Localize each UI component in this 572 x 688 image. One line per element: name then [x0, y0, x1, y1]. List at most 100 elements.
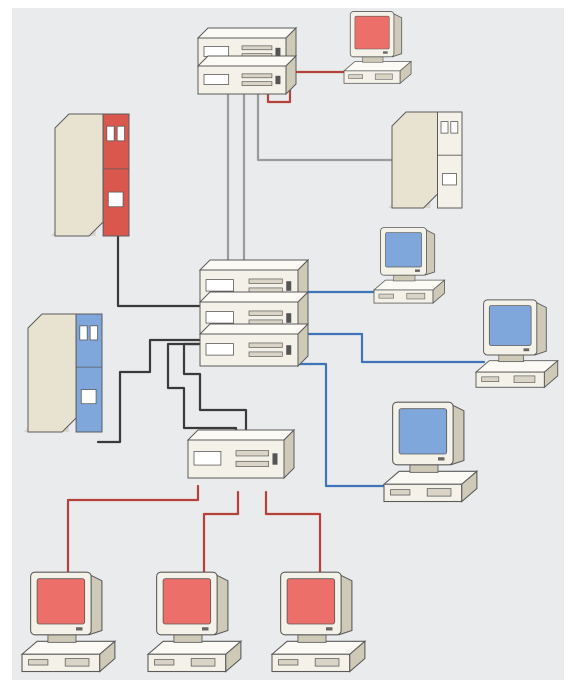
tower-blue-side-panel	[27, 313, 77, 433]
workstation-blue-3-monitor-stand	[409, 464, 439, 473]
hub-center-button	[286, 281, 292, 291]
workstation-top-red-base-side	[399, 60, 412, 85]
tower-plain-drive-bay	[440, 121, 449, 134]
tower-red-drive-bay-2	[116, 125, 125, 142]
hub-center-drive-slot-2	[248, 351, 283, 357]
workstation-red-2-monitor-stand	[173, 634, 203, 643]
hub-top-drive-slot	[241, 45, 273, 51]
link-hub-bottom-to-workstation-red-3	[264, 490, 322, 582]
link-hub-center-to-tower-red	[116, 232, 206, 308]
workstation-red-3	[270, 571, 367, 673]
workstation-red-3-monitor-stand	[297, 634, 327, 643]
workstation-blue-3-monitor-screen	[398, 408, 448, 455]
workstation-blue-3-base-side	[461, 470, 478, 503]
workstation-red-1-base-side	[99, 640, 116, 673]
workstation-blue-2-base-drive	[513, 375, 536, 383]
workstation-red-3-base-slot	[278, 659, 299, 666]
workstation-blue-3	[382, 401, 479, 503]
workstation-red-2-base-slot	[154, 659, 175, 666]
hub-center-button	[286, 313, 292, 323]
tower-plain	[388, 111, 463, 209]
hub-bottom-drive-slot-2	[235, 460, 269, 467]
hub-bottom	[186, 428, 296, 480]
tower-blue-drive-bay-2	[89, 325, 98, 341]
hub-center-top-face	[198, 323, 310, 335]
workstation-red-2-base-drive	[190, 658, 216, 667]
workstation-blue-3-base-top	[382, 470, 479, 485]
hub-center-display	[205, 343, 234, 356]
workstation-top-red-monitor-screen	[354, 15, 390, 50]
tower-blue	[24, 313, 103, 433]
link-hub-center-to-tower-blue	[96, 338, 206, 444]
workstation-top-red-base-drive	[374, 73, 393, 80]
nodes-layer	[20, 11, 559, 673]
hub-top-button	[275, 75, 281, 85]
workstation-blue-1-base-side	[432, 279, 445, 304]
hub-top-top-face	[196, 55, 298, 67]
hub-center-top-face	[198, 259, 310, 271]
link-hub-bottom-to-workstation-red-2	[202, 490, 240, 582]
workstation-top-red-power-light	[383, 51, 388, 54]
workstation-blue-1	[372, 227, 446, 304]
hub-bottom-button	[272, 453, 278, 465]
hub-center-display	[205, 279, 234, 292]
workstation-blue-2-base-slot	[481, 376, 500, 382]
workstation-top-red-base-top	[342, 61, 413, 72]
workstation-red-1-base-top	[20, 640, 117, 655]
workstation-red-1	[20, 571, 117, 673]
workstation-red-2-base-side	[225, 640, 242, 673]
workstation-blue-1-base-top	[372, 279, 446, 291]
workstation-blue-1-base-drive	[406, 292, 426, 300]
link-hub-bottom-to-workstation-red-1	[66, 484, 200, 582]
workstation-blue-2-base-top	[474, 360, 559, 373]
hub-center-button	[286, 345, 292, 355]
workstation-red-1-base-drive	[64, 658, 90, 667]
hub-top-display	[203, 46, 230, 57]
tower-plain-side-panel	[391, 111, 438, 209]
tower-blue-power-panel	[80, 389, 97, 405]
workstation-blue-1-monitor-screen	[385, 232, 422, 268]
workstation-blue-1-power-light	[415, 269, 420, 272]
workstation-blue-3-base-slot	[390, 489, 411, 496]
hub-top-button	[275, 47, 281, 57]
workstation-red-3-base-drive	[314, 658, 340, 667]
link-hub-center-to-workstation-blue-3	[296, 362, 392, 488]
workstation-red-1-monitor-stand	[47, 634, 77, 643]
hub-center-display	[205, 311, 234, 324]
workstation-red-3-power-light	[326, 627, 333, 631]
workstation-blue-2-base-side	[543, 359, 559, 389]
workstation-blue-2	[474, 299, 559, 389]
workstation-red-1-power-light	[76, 627, 83, 631]
tower-plain-drive-bay-2	[450, 121, 459, 134]
hub-center-drive-slot	[248, 342, 283, 348]
workstation-top-red	[342, 11, 413, 85]
link-hub-center-to-workstation-blue-2	[296, 332, 486, 364]
workstation-red-2-base-top	[146, 640, 243, 655]
workstation-blue-3-base-drive	[426, 488, 452, 497]
workstation-blue-1-base-slot	[378, 293, 394, 299]
hub-top-drive-slot	[241, 73, 273, 79]
workstation-red-1-base-slot	[28, 659, 49, 666]
workstation-blue-3-power-light	[438, 457, 445, 461]
hub-top	[196, 26, 298, 96]
workstation-blue-2-monitor-stand	[498, 354, 524, 363]
link-hub-top-to-workstation-top-red	[266, 70, 354, 104]
link-hub-center-to-hub-bottom	[166, 342, 238, 444]
workstation-red-2	[146, 571, 243, 673]
workstation-blue-2-monitor-screen	[488, 305, 532, 346]
hub-center-drive-slot	[248, 278, 283, 284]
hub-top-display	[203, 74, 230, 85]
tower-blue-drive-bay	[79, 325, 88, 341]
hub-center	[198, 258, 310, 368]
hub-bottom-display	[193, 450, 222, 466]
tower-plain-power-panel	[441, 173, 457, 186]
hub-bottom-top-face	[186, 429, 296, 441]
link-hub-center-to-hub-bottom-b	[182, 342, 248, 444]
tower-red	[51, 113, 130, 237]
hub-center-drive-slot	[248, 310, 283, 316]
workstation-red-3-monitor-screen	[286, 578, 336, 625]
tower-red-power-panel	[107, 191, 124, 208]
workstation-red-3-base-top	[270, 640, 367, 655]
tower-red-drive-bay	[106, 125, 115, 142]
